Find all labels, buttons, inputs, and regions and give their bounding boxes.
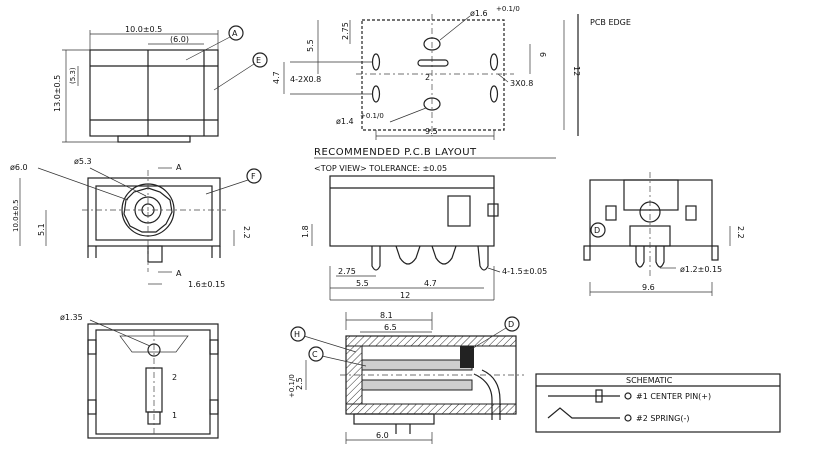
front-inner-width-dim: (6.0) (170, 35, 189, 44)
schematic-box: SCHEMATIC #1 CENTER PIN(+) #2 SPRING(-) (535, 373, 781, 433)
section-view: 8.1 6.5 6.0 2.5 +0.1/0 H C D (288, 311, 524, 444)
front-width-dim: 10.0±0.5 (125, 25, 162, 34)
section-callout-c: C (312, 350, 318, 359)
side-width-12: 12 (400, 291, 410, 300)
top-dia-53: ø5.3 (74, 157, 92, 166)
schematic-pin1-label: #1 CENTER PIN(+) (636, 392, 711, 401)
section-callout-d: D (508, 320, 514, 329)
side-width-47: 4.7 (424, 279, 437, 288)
pcb-pin2-label: 2 (425, 73, 430, 82)
schematic-title: SCHEMATIC (626, 376, 673, 385)
pcb-dim-3x08: 3X0.8 (510, 79, 533, 88)
section-height-25-tol: +0.1/0 (288, 374, 296, 398)
pcb-dim-95: 9.5 (425, 127, 438, 136)
pcb-hole-14-dim: ø1.4 (336, 117, 354, 126)
pcb-layout: PCB EDGE 2 ø1.6 +0.1/0 ø1.4 +0.1/0 2.75 … (272, 5, 631, 173)
bottom-dia-135: ø1.35 (60, 313, 83, 322)
pcb-hole-16-tol: +0.1/0 (496, 5, 520, 13)
right-callout-d: D (594, 226, 600, 235)
top-height-51: 5.1 (37, 223, 46, 236)
front-callout-e: E (256, 56, 261, 65)
bottom-view: ø1.35 2 1 (60, 313, 219, 439)
layout-subtitle: <TOP VIEW> TOLERANCE: ±0.05 (314, 164, 447, 173)
pcb-dim-55: 5.5 (306, 39, 315, 52)
right-width-96: 9.6 (642, 283, 655, 292)
top-callout-f: F (251, 172, 256, 181)
bottom-pin-2: 2 (172, 373, 177, 382)
side-pin-4x15: 4-1.5±0.05 (502, 267, 547, 276)
right-view: D 2.2 ø1.2±0.15 9.6 (583, 172, 745, 296)
side-view: 1.8 2.75 5.5 4.7 12 4-1.5±0.05 (301, 175, 547, 301)
pcb-dim-12: 12 (572, 66, 581, 76)
pcb-edge-label: PCB EDGE (590, 18, 631, 27)
pcb-dim-275: 2.75 (341, 22, 350, 40)
front-height-dim: 13.0±0.5 (53, 75, 62, 112)
top-section-a-bot: A (176, 269, 182, 278)
schematic-pin2-label: #2 SPRING(-) (636, 414, 689, 423)
right-pin-dia-12: ø1.2±0.15 (680, 265, 722, 274)
section-height-25: 2.5 (295, 377, 304, 390)
side-width-275: 2.75 (338, 267, 356, 276)
top-pin-width-16: 1.6±0.15 (188, 280, 225, 289)
pcb-dim-6: 6 (538, 52, 547, 57)
top-height-22: 2.2 (242, 226, 251, 239)
pcb-hole-16-dim: ø1.6 (470, 9, 488, 18)
pcb-dim-4x08: 4-2X0.8 (290, 75, 321, 84)
top-dia-60: ø6.0 (10, 163, 28, 172)
side-height-18: 1.8 (301, 225, 310, 238)
top-height-100: 10.0±0.5 (12, 199, 20, 232)
section-width-65: 6.5 (384, 323, 397, 332)
section-width-60: 6.0 (376, 431, 389, 440)
section-callout-h: H (294, 330, 300, 339)
front-inner-height-dim: (5.3) (69, 67, 77, 84)
bottom-pin-1: 1 (172, 411, 177, 420)
layout-title: RECOMMENDED P.C.B LAYOUT (314, 147, 477, 158)
right-height-22: 2.2 (736, 226, 745, 239)
section-width-81: 8.1 (380, 311, 393, 320)
top-section-a-top: A (176, 163, 182, 172)
pcb-hole-14-tol: +0.1/0 (360, 112, 384, 120)
side-width-55: 5.5 (356, 279, 369, 288)
pcb-dim-47: 4.7 (272, 71, 281, 84)
top-view: ø6.0 ø5.3 A A 10.0±0.5 5.1 2.2 1.6±0.15 … (10, 157, 262, 289)
front-callout-a: A (232, 29, 238, 38)
front-view: 10.0±0.5 (6.0) 13.0±0.5 (5.3) A E (53, 25, 268, 143)
